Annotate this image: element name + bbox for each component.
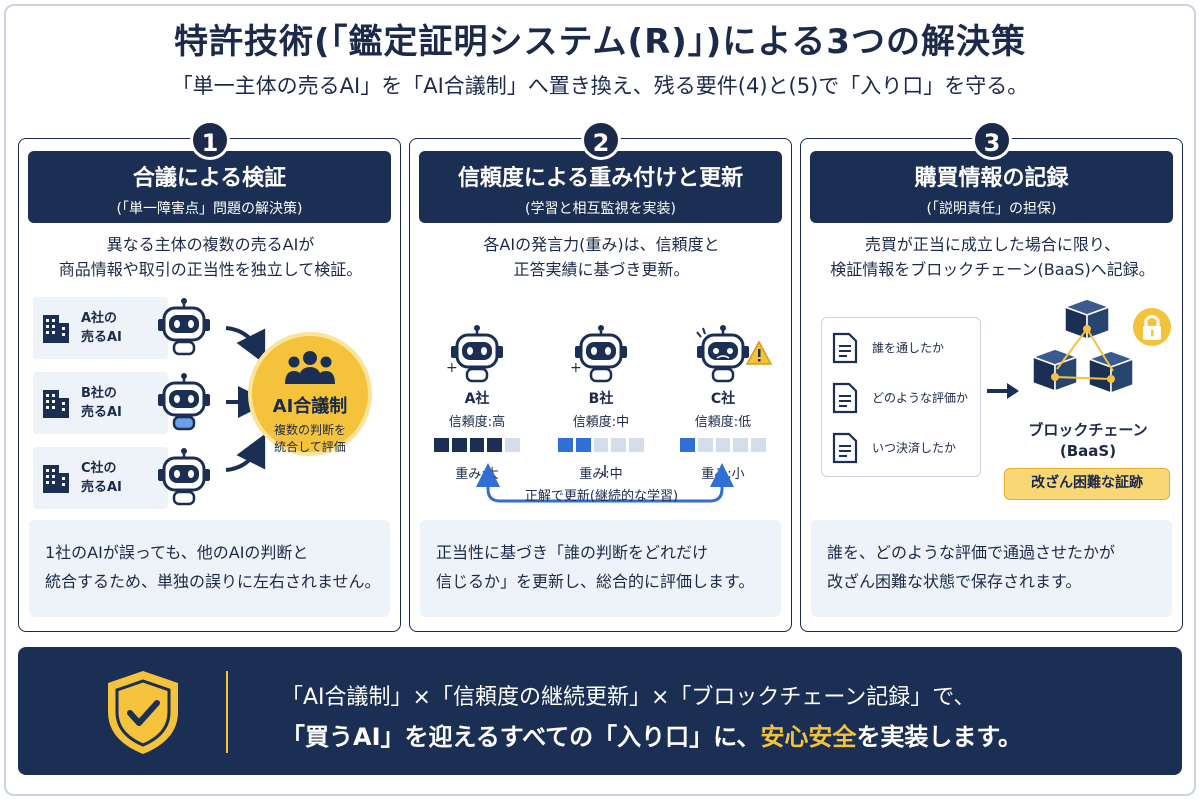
panel-subtitle: (学習と相互監視を実装) <box>525 201 676 217</box>
description-line: 異なる主体の複数の売るAIが <box>106 235 315 254</box>
robot-icon: + <box>570 325 627 383</box>
description-line: 商品情報や取引の正当性を独立して検証。 <box>58 260 363 279</box>
building-icon <box>43 315 69 343</box>
company-a-row: A社の売るAI <box>33 297 223 359</box>
panel-subtitle: (「単一障害点」問題の解決策) <box>116 201 303 217</box>
agent-b: + B社 信頼度:中 重み:中 <box>546 324 656 482</box>
banner-highlight: 安心安全 <box>760 723 857 751</box>
company-c-row: C社の売るAI <box>33 447 223 509</box>
panel-description: 売買が正当に成立した場合に限り、 検証情報をブロックチェーン(BaaS)へ記録。 <box>830 235 1155 279</box>
panel-description: 異なる主体の複数の売るAIが 商品情報や取引の正当性を独立して検証。 <box>19 232 402 282</box>
step-number-1: 1 <box>190 120 230 160</box>
trust-bar-segment <box>593 438 609 452</box>
shield-check-icon <box>108 671 178 754</box>
trust-bar-segment <box>558 438 573 452</box>
panel-consensus: 合議による検証 (「単一障害点」問題の解決策) 異なる主体の複数の売るAIが 商… <box>18 138 401 632</box>
panel-footer: 1社のAIが誤っても、他のAIの判断と 統合するため、単独の誤りに左右されません… <box>29 520 390 617</box>
record-item: 誰を通したか <box>832 330 977 366</box>
update-loop-arrow <box>476 463 734 503</box>
trust-bar <box>434 438 520 452</box>
document-icon <box>832 332 858 364</box>
trust-bar-segment <box>487 438 503 452</box>
panel-title: 購買情報の記録 <box>914 166 1069 191</box>
arrow-right-icon <box>987 383 1019 399</box>
trust-bar-segment <box>697 438 713 452</box>
ai-council-circle: AI合議制 複数の判断を統合して評価 <box>248 332 372 456</box>
trust-bar-segment <box>715 438 731 452</box>
page-title: 特許技術(「鑑定証明システム(R)」)による3つの解決策 <box>174 22 1026 62</box>
people-icon <box>285 351 335 384</box>
robot-icon <box>158 373 210 431</box>
agent-c: C社 信頼度:低 重み:小 <box>668 324 778 482</box>
record-item: どのような評価か <box>832 380 977 416</box>
trust-bar <box>680 438 766 452</box>
panel-header: 合議による検証 (「単一障害点」問題の解決策) <box>28 151 391 223</box>
banner-divider <box>226 671 228 753</box>
panel-subtitle: (「説明責任」の担保) <box>926 201 1057 217</box>
company-label: B社の売るAI <box>81 386 122 420</box>
summary-banner: 「AI合議制」×「信頼度の継続更新」×「ブロックチェーン記録」で、 「買うAI」… <box>18 647 1182 775</box>
council-caption: 複数の判断を統合して評価 <box>273 423 346 454</box>
trust-bar-segment <box>469 438 485 452</box>
panel-header: 購買情報の記録 (「説明責任」の担保) <box>810 151 1173 223</box>
trust-bar <box>558 438 644 452</box>
step-number-2: 2 <box>581 120 621 160</box>
agent-name: B社 <box>588 391 614 407</box>
agent-name: A社 <box>464 391 490 407</box>
page-subtitle: 「単一主体の売るAI」を「AI合議制」へ置き換え、残る要件(4)と(5)で「入り… <box>171 74 1029 98</box>
svg-text:+: + <box>570 360 582 376</box>
agent-trust: 信頼度:低 <box>694 415 752 430</box>
agent-name: C社 <box>710 391 736 407</box>
step-number-3: 3 <box>972 120 1012 160</box>
panel-description: 各AIの発言力(重み)は、信頼度と 正答実績に基づき更新。 <box>483 235 720 279</box>
banner-line-1: 「AI合議制」×「信頼度の継続更新」×「ブロックチェーン記録」で、 <box>281 685 976 710</box>
trust-bar-segment <box>505 438 520 452</box>
lock-icon <box>1133 308 1171 346</box>
panel-header: 信頼度による重み付けと更新 (学習と相互監視を実装) <box>419 151 782 223</box>
svg-text:+: + <box>446 360 458 376</box>
building-icon <box>43 390 69 418</box>
robot-icon: + <box>446 325 503 383</box>
blockchain-label: ブロックチェーン(BaaS) <box>1028 421 1148 460</box>
panel-title: 信頼度による重み付けと更新 <box>457 166 744 191</box>
document-icon <box>832 432 858 464</box>
trust-bar-segment <box>434 438 449 452</box>
trust-bar-segment <box>751 438 766 452</box>
company-b-row: B社の売るAI <box>33 372 223 434</box>
trust-bar-segment <box>575 438 591 452</box>
robot-icon <box>158 448 210 506</box>
robot-icon <box>696 325 773 383</box>
panel-recording: 購買情報の記録 (「説明責任」の担保) 売買が正当に成立した場合に限り、 検証情… <box>800 138 1183 632</box>
panel-weighting: 信頼度による重み付けと更新 (学習と相互監視を実装) 各AIの発言力(重み)は、… <box>409 138 792 632</box>
agent-a: + A社 信頼度:高 重み:大 <box>422 324 532 482</box>
trust-bar-segment <box>680 438 695 452</box>
panel-footer: 誰を、どのような評価で通過させたかが 改ざん困難な状態で保存されます。 <box>811 520 1172 617</box>
record-item: いつ決済したか <box>832 430 977 466</box>
record-list: 誰を通したか どのような評価か いつ決済したか <box>821 317 981 477</box>
agent-weight: 重み:中 <box>579 467 623 482</box>
document-icon <box>832 382 858 414</box>
blockchain-cubes-icon <box>1030 299 1171 395</box>
panel-footer: 正当性に基づき「誰の判断をどれだけ 信じるか」を更新し、総合的に評価します。 <box>420 520 781 617</box>
company-label: A社の売るAI <box>81 311 122 345</box>
trust-bar-segment <box>451 438 467 452</box>
trust-bar-segment <box>733 438 749 452</box>
panel-title: 合議による検証 <box>132 166 287 191</box>
council-title: AI合議制 <box>272 396 348 417</box>
trust-bar-segment <box>629 438 644 452</box>
company-label: C社の売るAI <box>81 461 122 495</box>
tamper-evident-badge: 改ざん困難な証跡 <box>1004 468 1170 500</box>
building-icon <box>43 465 69 493</box>
trust-bar-segment <box>611 438 627 452</box>
robot-icon <box>158 298 210 356</box>
warning-icon <box>745 340 773 365</box>
banner-line-2: 「買うAI」を迎えるすべての「入り口」に、安心安全を実装します。 <box>281 723 1023 751</box>
agent-trust: 信頼度:高 <box>448 415 506 430</box>
loop-label: 正解で更新(継続的な学習) <box>524 489 679 504</box>
agent-trust: 信頼度:中 <box>572 415 630 430</box>
